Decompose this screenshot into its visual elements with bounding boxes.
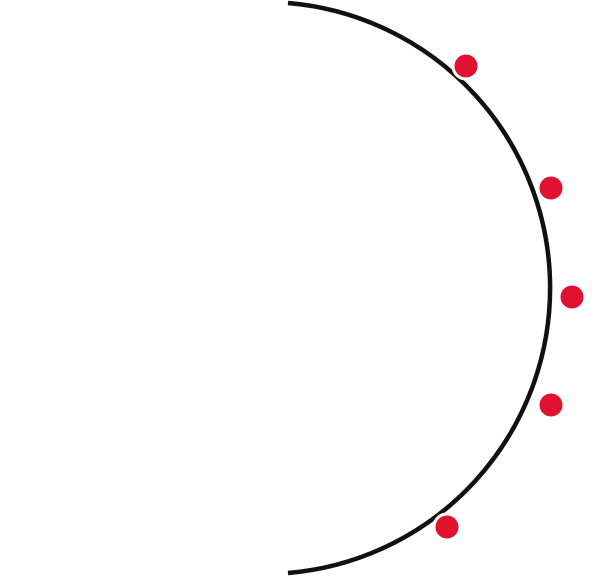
- dots-group: [432, 51, 587, 542]
- semicircle-arc: [287, 0, 553, 576]
- red-dot: [451, 51, 481, 81]
- red-dot: [536, 173, 566, 203]
- red-dot: [557, 282, 587, 312]
- red-dot: [536, 390, 566, 420]
- red-dot: [432, 512, 462, 542]
